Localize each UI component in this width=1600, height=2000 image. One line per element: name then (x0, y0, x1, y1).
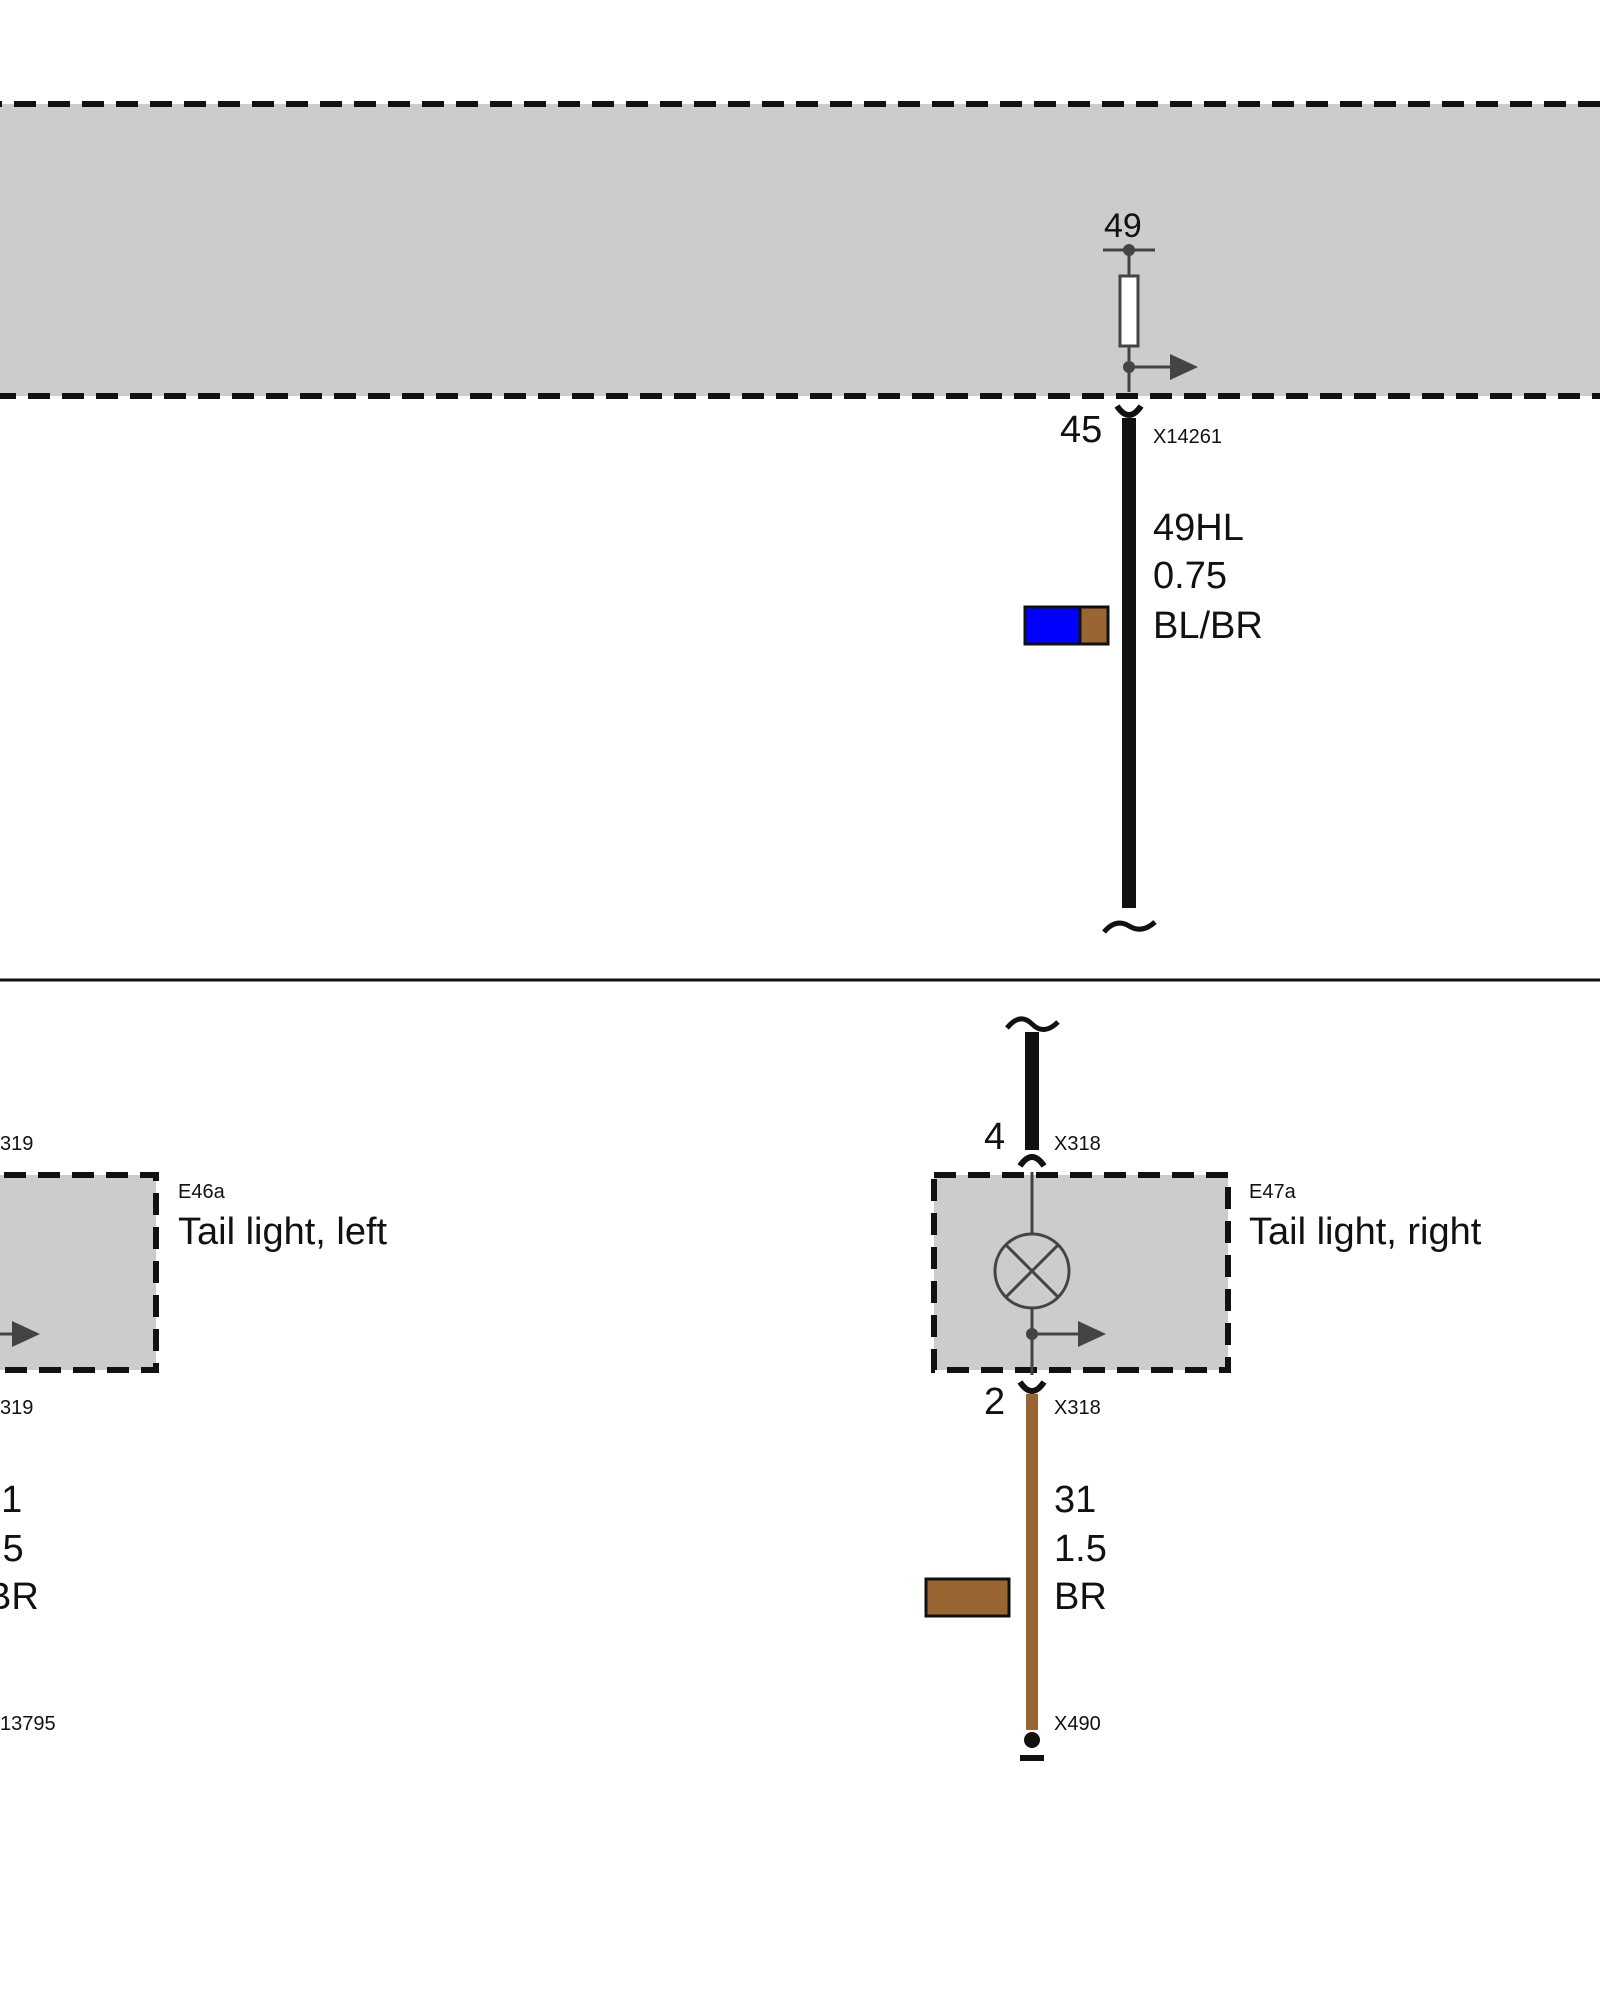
left-arrow-icon (12, 1321, 40, 1347)
connector-x14261: 45 X14261 (1060, 404, 1222, 451)
connector-id-x14261: X14261 (1153, 426, 1222, 448)
wire-color-swatch-br (924, 1577, 1011, 1618)
wire-color-swatch-bl-br (1023, 605, 1110, 646)
right-wire-gauge: 1.5 (1054, 1528, 1107, 1570)
wire-break-icon (1005, 1016, 1060, 1032)
right-wire-signal: 31 (1054, 1479, 1096, 1521)
fuse-terminal-label: 49 (1104, 207, 1142, 245)
left-component-name: Tail light, left (178, 1211, 388, 1253)
tail-light-left: 319 E46a Tail light, left 319 31 .5 BR 1… (0, 1133, 388, 1735)
swatch-br (1078, 605, 1110, 646)
top-module: 49 (0, 101, 1600, 399)
right-connector-top-id: X318 (1054, 1133, 1101, 1155)
wire-break-icon (1102, 920, 1157, 934)
left-connector-bottom-id: 319 (0, 1397, 33, 1419)
right-component-id: E47a (1249, 1181, 1297, 1203)
left-light-box (0, 1172, 159, 1373)
left-wire-signal: 31 (0, 1479, 22, 1521)
right-connector-bottom-pin: 2 (984, 1381, 1005, 1423)
wire-49hl-gauge: 0.75 (1153, 555, 1227, 597)
right-component-name: Tail light, right (1249, 1211, 1482, 1253)
right-ground-id: X490 (1054, 1713, 1101, 1735)
connector-socket-icon (1017, 1380, 1047, 1394)
swatch-bl (1023, 605, 1082, 646)
left-wire-gauge: .5 (0, 1528, 24, 1570)
right-connector-bottom-id: X318 (1054, 1397, 1101, 1419)
tail-light-right: 4 X318 E47a Tail light, right 2 X318 31 … (924, 1016, 1482, 1761)
left-ground-id: 13795 (0, 1713, 56, 1735)
connector-socket-icon (1114, 404, 1144, 418)
right-connector-top-pin: 4 (984, 1116, 1005, 1158)
right-arrow-icon (1078, 1321, 1106, 1347)
ground-icon (1020, 1732, 1044, 1761)
fuse-symbol (1118, 274, 1140, 348)
fuse-49: 49 (1103, 207, 1198, 392)
top-module-box (0, 101, 1600, 399)
wire-49hl: 49HL 0.75 BL/BR (1023, 418, 1263, 934)
left-component-id: E46a (178, 1181, 226, 1203)
left-wire-color-code: BR (0, 1576, 39, 1618)
right-wire-color-code: BR (1054, 1576, 1107, 1618)
connector-pin-45: 45 (1060, 409, 1102, 451)
wire-49hl-color-code: BL/BR (1153, 605, 1263, 647)
left-connector-top-id: 319 (0, 1133, 33, 1155)
continuation-arrow-icon (1170, 354, 1198, 380)
wire-49hl-signal: 49HL (1153, 507, 1244, 549)
connector-plug-icon (1017, 1154, 1047, 1168)
